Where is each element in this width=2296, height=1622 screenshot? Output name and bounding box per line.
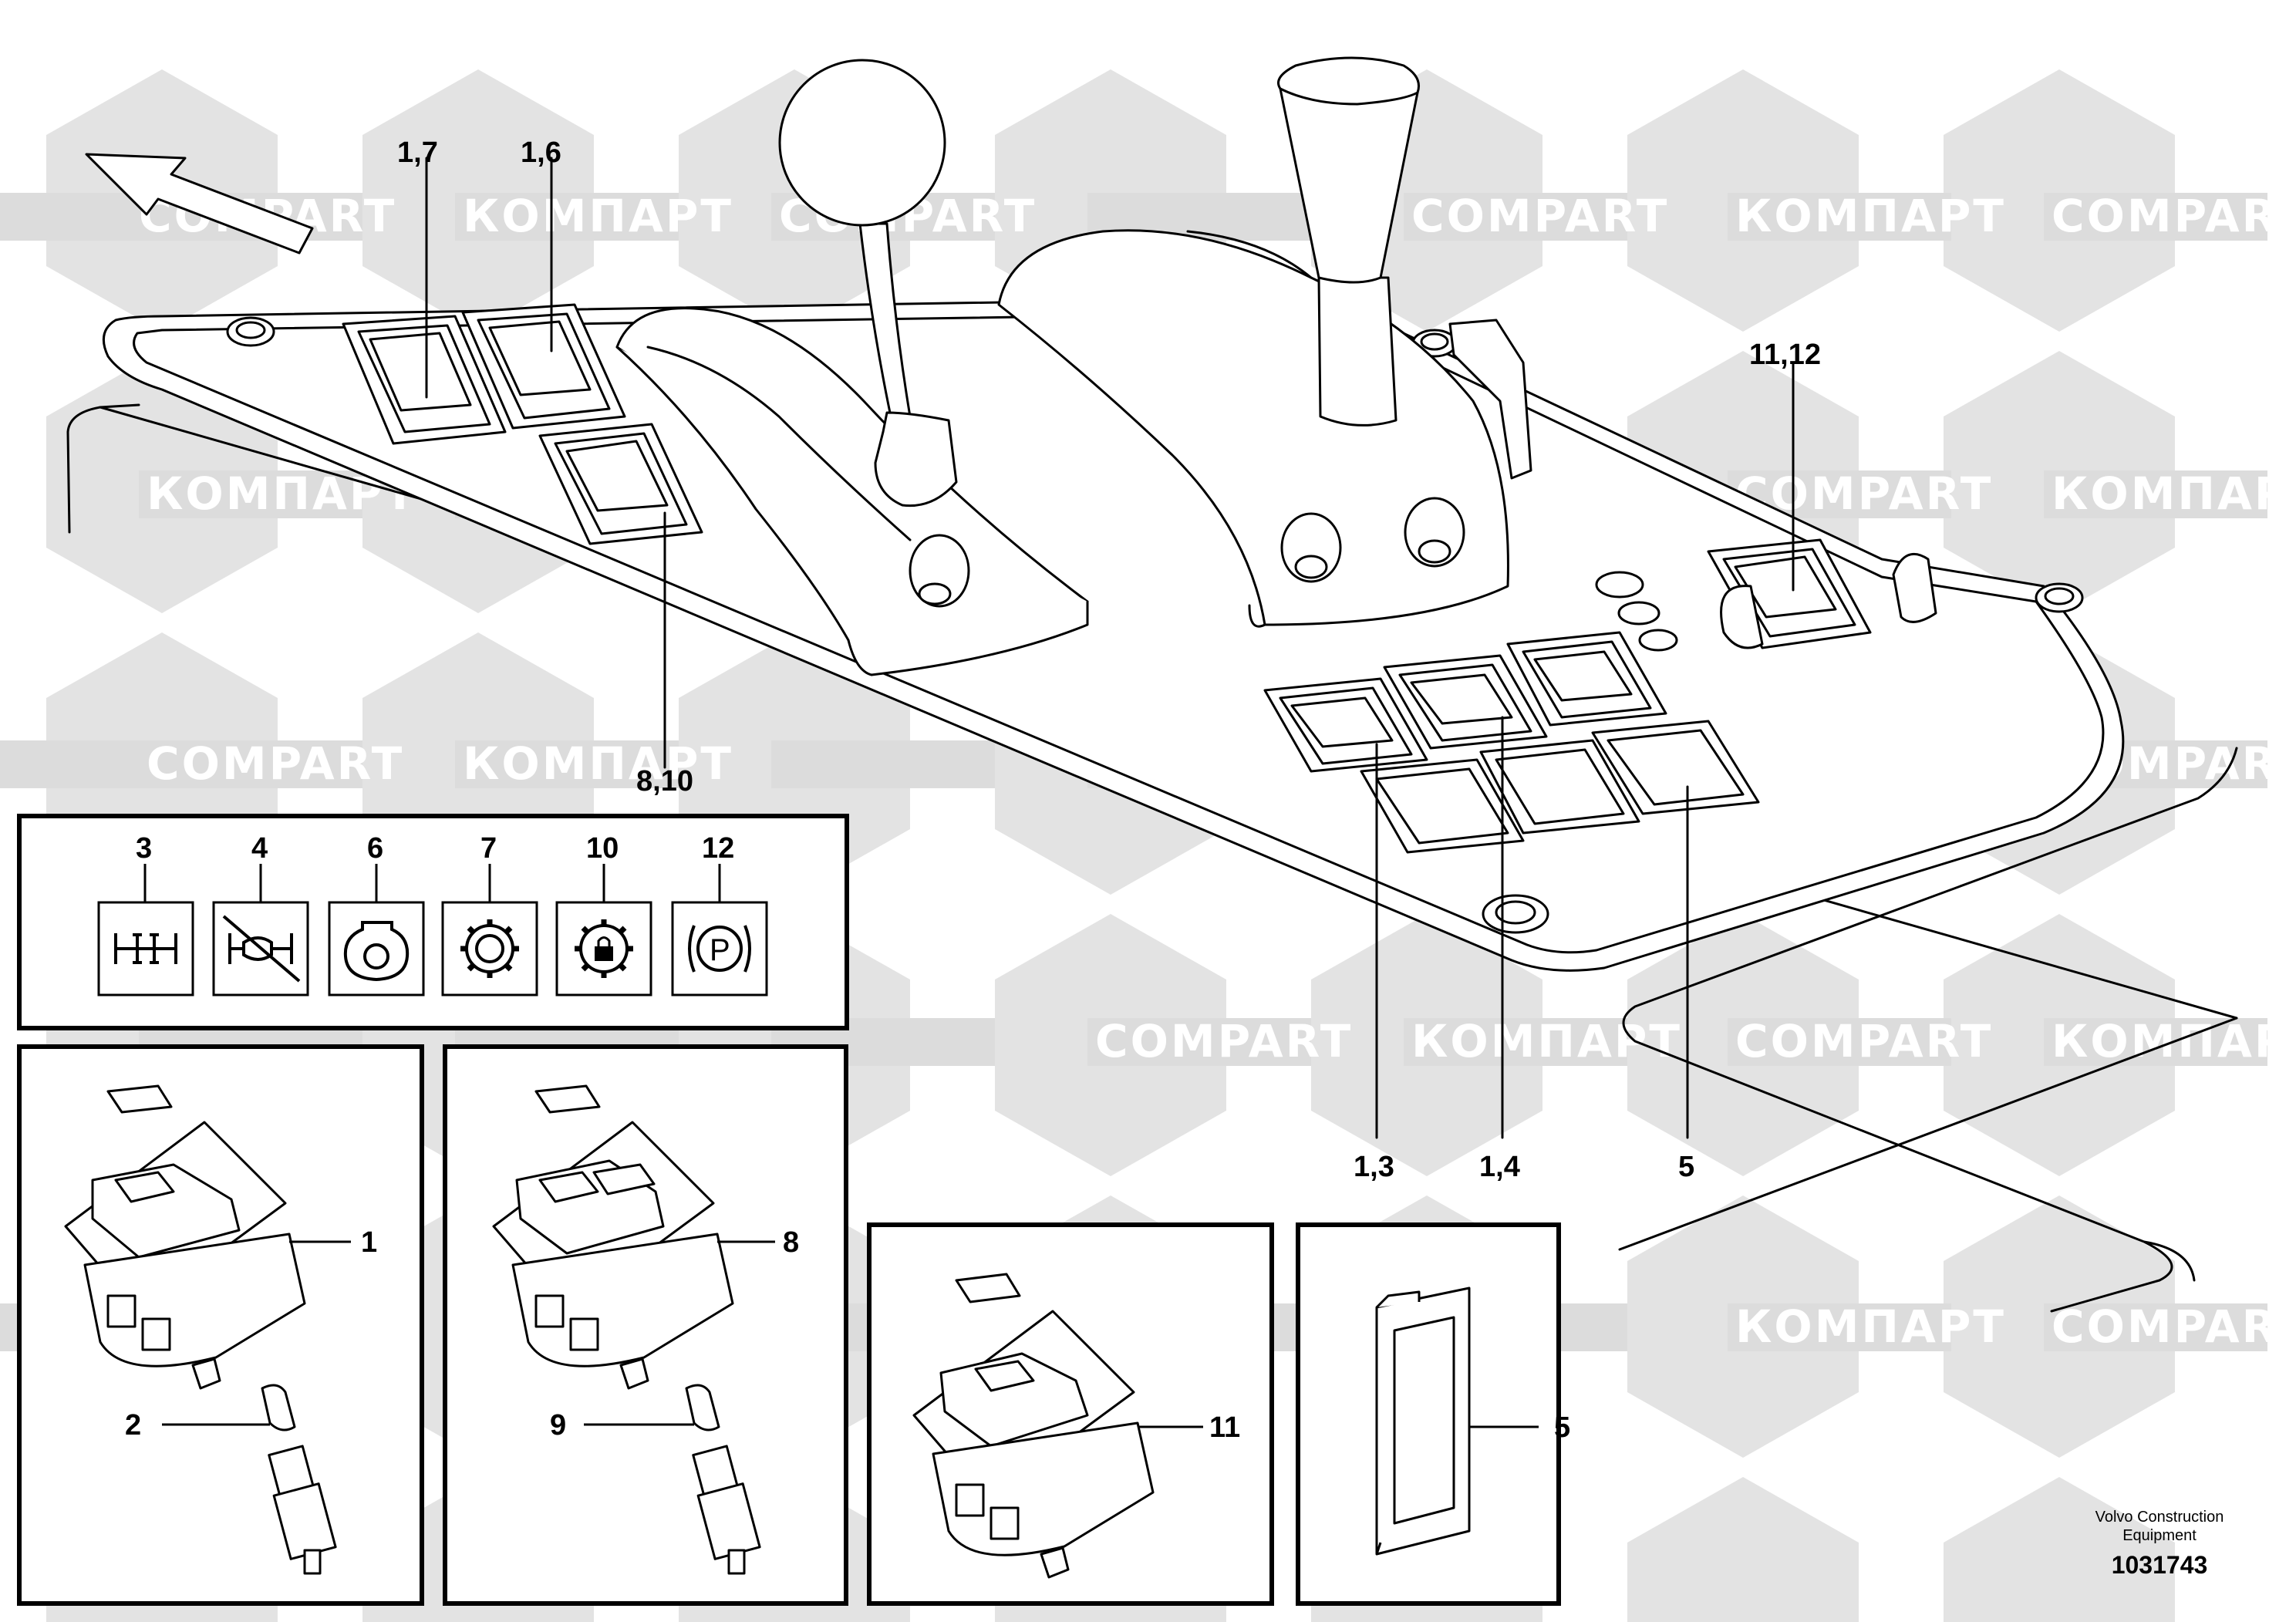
callout-1-6: 1,6: [521, 137, 561, 169]
detail-panel-switch-11: 11: [867, 1222, 1274, 1606]
symbol-number: 3: [136, 832, 152, 865]
callout-switch-1: 1: [361, 1226, 377, 1259]
gear-lock-icon: [575, 919, 633, 978]
detail-panel-switch-8: 8 9: [443, 1044, 848, 1606]
symbol-number: 6: [367, 832, 383, 865]
drawing-number: 1031743: [2112, 1551, 2208, 1579]
parking-brake-icon: P: [688, 925, 751, 973]
symbol-number: 12: [702, 832, 734, 865]
publisher-name: Volvo Construction: [2095, 1509, 2224, 1526]
no-differential-icon: [222, 915, 301, 983]
symbol-number: 10: [586, 832, 619, 865]
callout-5: 5: [1678, 1151, 1694, 1183]
symbol-number: 4: [251, 832, 268, 865]
callout-switch-11: 11: [1209, 1411, 1240, 1444]
watermark-text: КОМПАРТ: [1735, 1300, 2006, 1353]
forward-arrow-icon: [85, 153, 314, 255]
gear-icon: [460, 919, 519, 978]
watermark-text: КОМПАРТ: [1411, 1015, 1682, 1067]
watermark-text: COMPART: [1735, 1015, 1993, 1067]
callout-1-3: 1,3: [1354, 1151, 1394, 1183]
detail-panel-blank-5: 5: [1296, 1222, 1570, 1606]
watermark-text: COMPART: [2052, 190, 2296, 242]
watermark-text: КОМПАРТ: [2052, 467, 2296, 520]
watermark-text: КОМПАРТ: [463, 190, 733, 242]
watermark-text: COMPART: [2052, 1300, 2296, 1353]
symbol-legend-panel: 3 4 6 7 10 12: [17, 814, 849, 1030]
callout-1-7: 1,7: [397, 137, 438, 169]
control-console: [66, 56, 2238, 1313]
callout-11-12: 11,12: [1749, 339, 1821, 371]
light-icon: [343, 921, 410, 982]
differential-lock-icon: [114, 933, 177, 964]
callout-switch-8: 8: [783, 1226, 799, 1259]
callout-connector-9: 9: [550, 1409, 566, 1442]
publisher-footer: Volvo Construction Equipment 1031743: [2095, 1509, 2224, 1579]
watermark-text: COMPART: [1411, 190, 1669, 242]
detail-panel-switch-1: 1 2: [17, 1044, 424, 1606]
symbol-number: 7: [480, 832, 497, 865]
publisher-subtitle: Equipment: [2122, 1527, 2197, 1544]
watermark-text: КОМПАРТ: [1735, 190, 2006, 242]
watermark-text: COMPART: [147, 737, 404, 790]
watermark-text: COMPART: [1095, 1015, 1353, 1067]
callout-8-10: 8,10: [636, 765, 693, 798]
svg-text:P: P: [710, 933, 730, 967]
callout-1-4: 1,4: [1479, 1151, 1520, 1183]
watermark-text: КОМПАРТ: [463, 737, 733, 790]
callout-blank-5: 5: [1554, 1411, 1570, 1444]
callout-connector-2: 2: [125, 1409, 141, 1442]
